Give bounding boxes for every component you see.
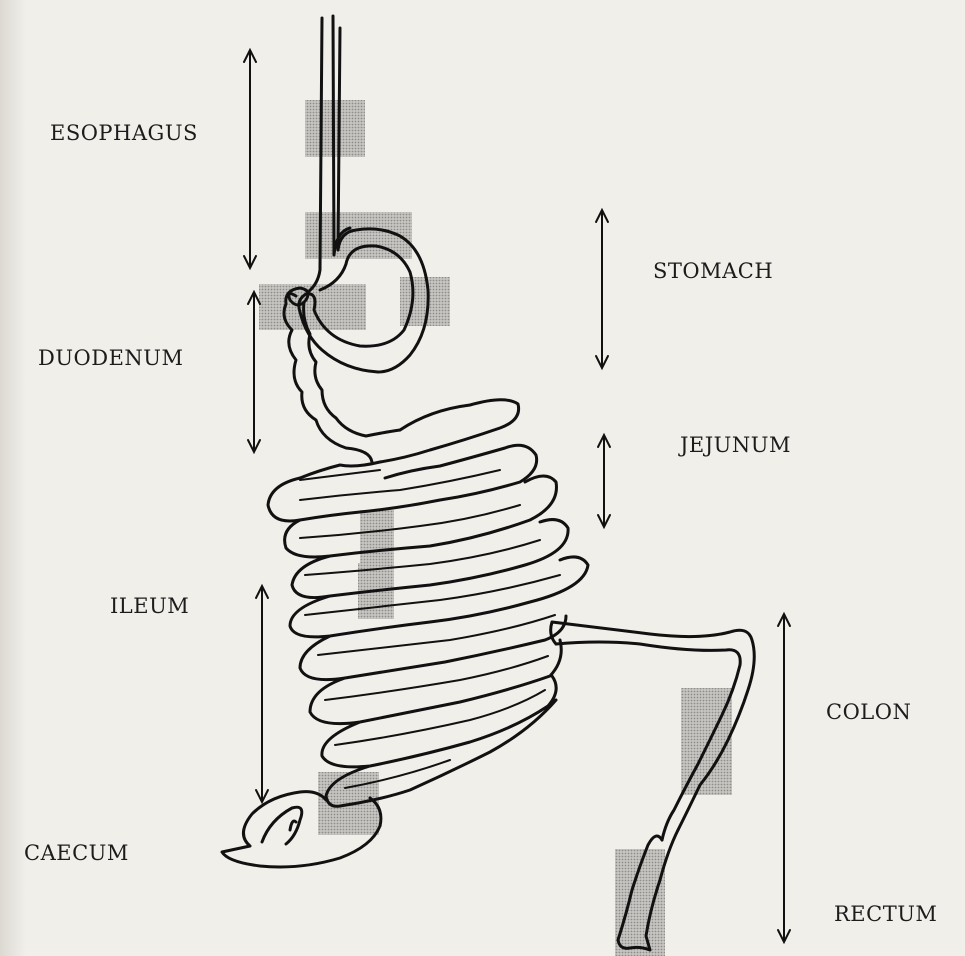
colon-rectum-arrow <box>778 614 790 942</box>
shaded-sampling-regions <box>259 100 732 956</box>
label-caecum: CAECUM <box>24 841 129 865</box>
label-esophagus: ESOPHAGUS <box>50 121 198 145</box>
ileum-inner-folds <box>300 470 560 788</box>
tract-outline <box>222 16 754 950</box>
jejunum-arrow <box>598 435 610 527</box>
ileum-arrow <box>256 586 268 802</box>
shaded-region-pylorus <box>259 284 366 330</box>
duodenum-arrow <box>248 292 260 452</box>
label-stomach: STOMACH <box>653 259 773 283</box>
stomach-arrow <box>596 210 608 368</box>
label-duodenum: DUODENUM <box>38 346 184 370</box>
jejunum-outline <box>268 400 537 521</box>
label-colon: COLON <box>826 700 911 724</box>
label-jejunum: JEJUNUM <box>680 433 791 457</box>
esophagus-arrow <box>244 50 256 268</box>
label-rectum: RECTUM <box>834 902 937 926</box>
label-ileum: ILEUM <box>110 594 189 618</box>
shaded-region-jejunum-upper <box>360 510 394 565</box>
